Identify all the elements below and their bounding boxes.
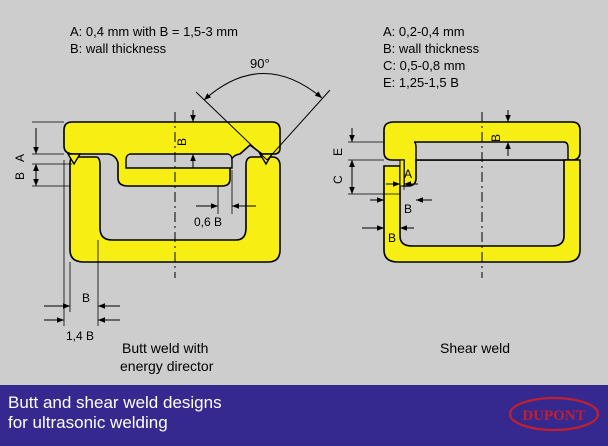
left-legend-b: B: wall thickness: [70, 41, 167, 56]
angle-label: 90°: [250, 56, 270, 71]
right-legend-e: E: 1,25-1,5 B: [383, 75, 459, 90]
right-legend-c: C: 0,5-0,8 mm: [383, 58, 465, 73]
angle-leg-right: [266, 89, 331, 161]
r-dim-c-label: C: [331, 175, 345, 184]
logo-text: DUPONT: [522, 408, 585, 424]
dim-b-top-label: B: [175, 138, 189, 146]
shear-weld-diagram: A: 0,2-0,4 mm B: wall thickness C: 0,5-0…: [331, 24, 581, 356]
angle-leg-left: [195, 91, 268, 161]
right-caption: Shear weld: [440, 340, 510, 356]
dim-06b-label: 0,6 B: [194, 215, 222, 229]
r-dim-b1-label: B: [404, 202, 412, 216]
butt-weld-lid-cavity: [125, 153, 233, 169]
r-dim-a-label: A: [404, 167, 412, 181]
r-dim-b-top-label: B: [489, 134, 503, 142]
dim-b-bottom-label: B: [82, 291, 90, 305]
left-caption-2: energy director: [120, 358, 214, 374]
footer-title-line2: for ultrasonic welding: [8, 413, 168, 432]
footer-title: Butt and shear weld designs for ultrason…: [8, 393, 308, 433]
right-legend-a: A: 0,2-0,4 mm: [383, 24, 465, 39]
r-dim-b2-label: B: [388, 231, 396, 245]
right-legend-b: B: wall thickness: [383, 41, 480, 56]
footer-title-line1: Butt and shear weld designs: [8, 393, 222, 412]
butt-weld-diagram: A: 0,4 mm with B = 1,5-3 mm B: wall thic…: [13, 24, 331, 374]
dim-14b-label: 1,4 B: [66, 329, 94, 343]
dim-b-side-label: B: [13, 172, 27, 180]
left-caption-1: Butt weld with: [122, 340, 208, 356]
r-dim-e-label: E: [331, 148, 345, 156]
shear-weld-lid-cavity: [413, 141, 569, 161]
dim-a-side-label: A: [13, 154, 27, 162]
angle-arc: [203, 73, 323, 101]
shear-weld-box: [383, 159, 581, 263]
energy-director-left: [66, 153, 82, 166]
dupont-logo: DUPONT: [508, 396, 600, 432]
left-legend-a: A: 0,4 mm with B = 1,5-3 mm: [70, 24, 238, 39]
logo-oval: [508, 396, 600, 432]
